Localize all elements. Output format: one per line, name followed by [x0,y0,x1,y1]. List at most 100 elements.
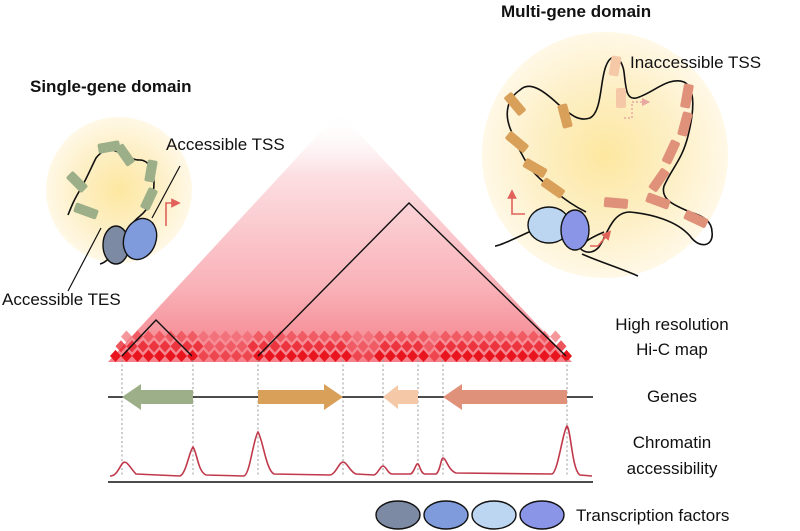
hic-contact-cell [506,330,517,343]
hic-contact-cell [302,340,314,353]
hic-contact-cell [187,349,198,362]
tf-dark-slate-icon [375,500,421,530]
hic-contact-cell [473,330,484,343]
hic-contact-cell [308,330,319,343]
hic-contact-cell [489,340,501,353]
tf-legend [375,500,565,530]
hic-contact-cell [484,330,495,343]
hic-contact-cell [511,340,523,353]
hic-contact-cell [363,330,374,343]
hic-contact-cell [258,340,270,353]
guide-lines [121,360,568,476]
hic-contact-cell [286,349,297,362]
label-multi-gene-domain: Multi-gene domain [501,2,651,21]
hic-contact-cell [242,349,253,362]
hic-contact-cell [561,349,572,362]
hic-contact-cell [407,349,418,362]
single-accessible-tss-arrow [165,198,181,226]
gene-green-arrow [122,384,193,410]
hic-contact-cell [473,349,484,362]
hic-contact-cell [253,330,264,343]
hic-contact-cell [528,330,539,343]
hic-contact-cell [385,330,396,343]
hic-contact-cell [363,349,374,362]
hic-contact-cell [555,340,567,353]
hic-contact-cell [352,330,363,343]
pointer-accessible-tss [151,165,181,219]
tf-light-blue-icon [471,500,517,530]
hic-contact-cell [132,349,143,362]
hic-contact-cell [209,330,220,343]
hic-bottom-band [110,330,572,362]
hic-contact-cell [407,330,418,343]
hic-contact-cell [346,340,358,353]
hic-contact-cell [550,330,561,343]
hic-contact-cell [324,340,336,353]
hic-contact-cell [495,349,506,362]
hic-contact-cell [330,330,341,343]
hic-contact-cell [291,340,303,353]
hic-contact-cell [418,330,429,343]
hic-contact-cell [467,340,479,353]
hic-contact-cell [451,330,462,343]
hic-contact-cell [396,330,407,343]
hic-contact-cell [462,330,473,343]
hic-contact-cell [522,340,534,353]
hic-contact-cell [456,340,468,353]
hic-contact-cell [181,340,193,353]
accessibility-curve [109,424,593,477]
hic-triangle [108,112,572,362]
hic-contact-cell [154,330,165,343]
hic-contact-cell [192,340,204,353]
hic-contact-cell [533,340,545,353]
hic-contact-cell [330,349,341,362]
accessibility-track [108,424,593,483]
label-transcription-factors: Transcription factors [576,506,729,525]
hic-contact-cell [379,340,391,353]
hic-contact-cell [297,330,308,343]
hic-contact-cell [209,349,220,362]
hic-contact-cell [500,340,512,353]
hic-contact-cell [247,340,259,353]
hic-contact-cell [434,340,446,353]
hic-contact-cell [176,349,187,362]
hic-contact-cell [357,340,369,353]
gene-orange-arrow [258,384,343,410]
hic-contact-cell [539,349,550,362]
hic-contact-cell [143,330,154,343]
label-hic-line1: High resolution [615,315,728,334]
hic-contact-cell [528,349,539,362]
hic-contact-cell [313,340,325,353]
hic-contact-cell [231,349,242,362]
hic-contact-cell [165,330,176,343]
tf-violet-blue-icon [519,500,565,530]
hic-contact-cell [352,349,363,362]
hic-contact-cell [148,340,160,353]
label-inaccessible-tss: Inaccessible TSS [630,53,761,72]
hic-contact-cell [280,340,292,353]
hic-domain-outline-small [121,318,193,357]
hic-contact-cell [269,340,281,353]
hic-contact-cell [412,340,424,353]
hic-contact-cell [198,330,209,343]
multi-inaccessible-tss-arrow [624,97,651,119]
hic-contact-cell [297,349,308,362]
label-single-gene-domain: Single-gene domain [30,77,192,96]
hic-contact-cell [176,330,187,343]
hic-contact-cell [275,330,286,343]
hic-contact-cell [242,330,253,343]
hic-contact-cell [115,340,127,353]
label-chromatin-line1: Chromatin [633,433,711,452]
tf-violet-multi [560,209,590,251]
hic-contact-cell [368,340,380,353]
hic-contact-cell [187,330,198,343]
hic-contact-cell [132,330,143,343]
hic-contact-cell [374,330,385,343]
gene-salmon-arrow [443,384,567,410]
hic-contact-cell [429,330,440,343]
hic-contact-cell [198,349,209,362]
label-chromatin-line2: accessibility [627,459,718,478]
hic-contact-cell [319,330,330,343]
hic-contact-cell [539,330,550,343]
